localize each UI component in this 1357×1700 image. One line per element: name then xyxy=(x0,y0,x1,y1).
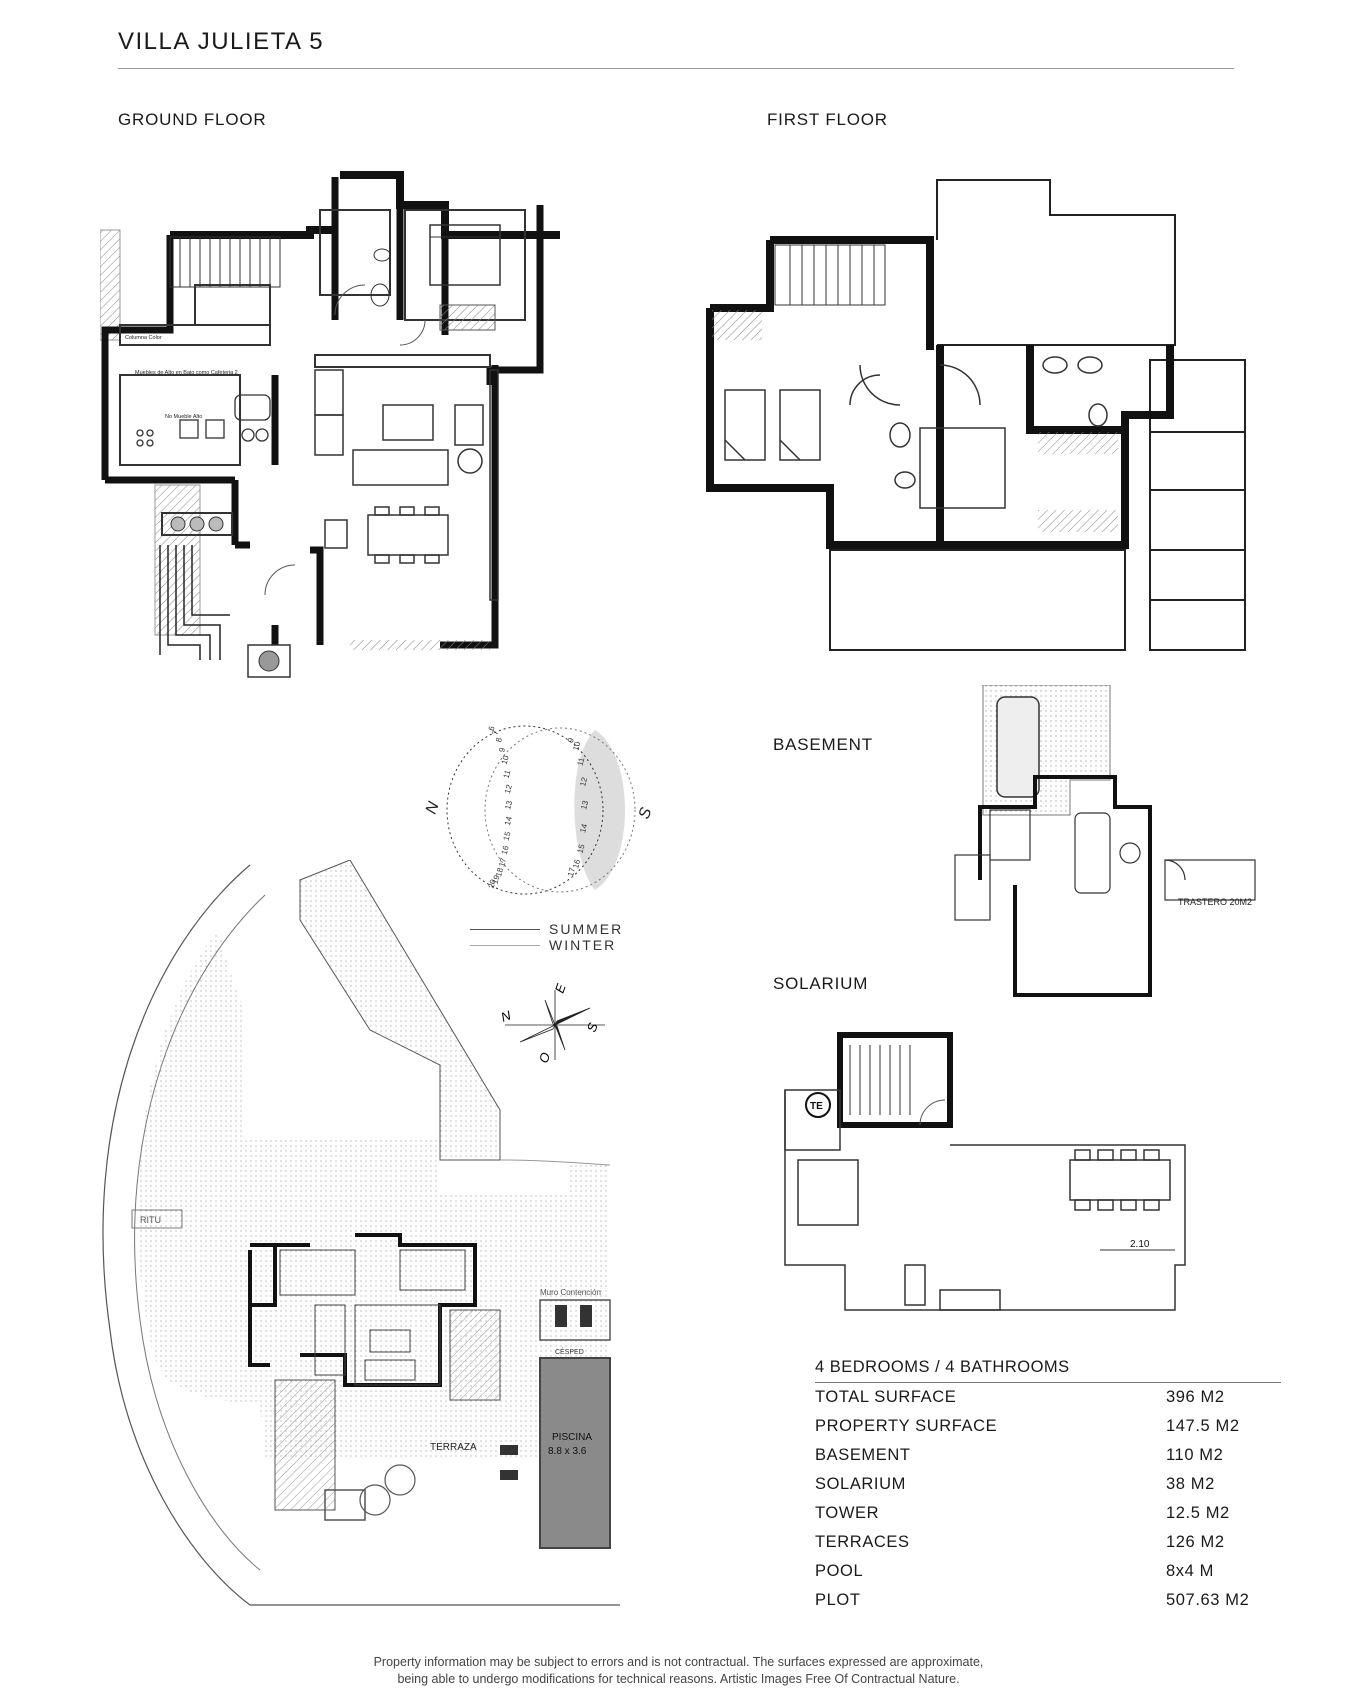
first-floor-label: FIRST FLOOR xyxy=(767,110,888,129)
sun-hour-label: 6 xyxy=(487,725,497,732)
page-title: VILLA JULIETA 5 xyxy=(118,28,325,55)
sun-hour-label: 20 xyxy=(487,878,498,889)
spec-row: POOL 8x4 M xyxy=(815,1562,1255,1584)
sun-hour-label: 14 xyxy=(503,815,514,826)
sun-hour-label: 10 xyxy=(571,740,582,751)
rooms-summary: 4 BEDROOMS / 4 BATHROOMS xyxy=(815,1358,1070,1376)
spec-label: TOWER xyxy=(815,1504,880,1522)
spec-row: TERRACES 126 M2 xyxy=(815,1533,1255,1555)
sun-hour-label: 17 xyxy=(497,856,508,867)
wall-label: Muro Contención xyxy=(540,1288,601,1297)
compass-rose: N E S O xyxy=(499,981,605,1065)
sun-hour-label: 9 xyxy=(497,746,507,753)
sun-hour-label: 7 xyxy=(491,729,501,736)
spec-value: 507.63 M2 xyxy=(1166,1591,1250,1609)
spec-label: PROPERTY SURFACE xyxy=(815,1417,998,1435)
sun-hour-label: 12 xyxy=(503,783,514,794)
compass-o: O xyxy=(536,1050,554,1065)
pool-label: PISCINA xyxy=(552,1432,592,1443)
spec-row: TOWER 12.5 M2 xyxy=(815,1504,1255,1526)
spec-label: PLOT xyxy=(815,1591,861,1609)
sun-hour-label: 13 xyxy=(579,799,590,810)
solarium-plan: TE 2.10 xyxy=(784,1032,1186,1311)
basement-plan: TRASTERO 20M2 xyxy=(954,685,1256,997)
ground-floor-plan: Columna Color Muebles de Alto en Bajo co… xyxy=(100,171,560,678)
sun-hour-label: 9 xyxy=(566,736,576,743)
spec-row: TOTAL SURFACE 396 M2 xyxy=(815,1388,1255,1410)
ground-floor-label: GROUND FLOOR xyxy=(118,110,267,129)
summer-legend-line xyxy=(470,929,540,930)
summer-legend-label: SUMMER xyxy=(549,921,624,937)
spec-value: 8x4 M xyxy=(1166,1562,1214,1580)
te-label: TE xyxy=(810,1101,823,1112)
site-plan: RITU Muro Contención CÉSPED PISCINA 8.8 … xyxy=(102,860,620,1606)
spec-value: 38 M2 xyxy=(1166,1475,1215,1493)
spec-row: PLOT 507.63 M2 xyxy=(815,1591,1255,1613)
sun-hour-label: 17 xyxy=(566,866,577,877)
sun-hour-label: 18 xyxy=(494,866,505,877)
spec-label: TOTAL SURFACE xyxy=(815,1388,957,1406)
specs-divider xyxy=(815,1382,1281,1383)
sun-hour-label: 10 xyxy=(500,754,511,765)
spec-value: 126 M2 xyxy=(1166,1533,1225,1551)
spec-value: 396 M2 xyxy=(1166,1388,1225,1406)
pool-size: 8.8 x 3.6 xyxy=(548,1446,587,1457)
ritu-label: RITU xyxy=(140,1215,161,1225)
sun-hour-label: 12 xyxy=(578,776,589,787)
sun-hour-label: 15 xyxy=(576,843,587,854)
disclaimer-line: being able to undergo modifications for … xyxy=(397,1672,960,1686)
spec-label: SOLARIUM xyxy=(815,1475,906,1493)
cooler-label: Columna Color xyxy=(125,335,162,341)
terrace-label: TERRAZA xyxy=(430,1442,477,1453)
sun-hour-label: 13 xyxy=(503,799,514,810)
sun-hour-label: 11 xyxy=(576,756,587,767)
sun-hour-label: 16 xyxy=(500,844,511,855)
first-floor-plan xyxy=(706,179,1246,651)
storage-label: TRASTERO 20M2 xyxy=(1178,897,1252,907)
title-divider xyxy=(118,68,1234,69)
disclaimer-line: Property information may be subject to e… xyxy=(373,1655,984,1669)
sun-hour-label: 14 xyxy=(578,822,589,833)
furniture-note: Muebles de Alto en Bajo como Cafeteria 2 xyxy=(135,370,238,376)
sun-hour-label: 19 xyxy=(491,874,502,885)
spec-value: 147.5 M2 xyxy=(1166,1417,1240,1435)
dimension-label: 2.10 xyxy=(1130,1239,1150,1250)
no-furniture-note: No Mueble Alto xyxy=(165,414,202,420)
spec-label: TERRACES xyxy=(815,1533,910,1551)
sunpath-south: S xyxy=(636,805,656,821)
solarium-label: SOLARIUM xyxy=(773,974,869,993)
sun-hour-label: 15 xyxy=(502,830,513,841)
basement-label: BASEMENT xyxy=(773,735,873,754)
spec-row: SOLARIUM 38 M2 xyxy=(815,1475,1255,1497)
winter-legend-label: WINTER xyxy=(549,937,617,953)
sun-hour-label: 8 xyxy=(494,736,504,743)
spec-label: POOL xyxy=(815,1562,864,1580)
spec-value: 12.5 M2 xyxy=(1166,1504,1230,1522)
sun-hour-label: 16 xyxy=(571,858,582,869)
spec-value: 110 M2 xyxy=(1166,1446,1224,1464)
spec-row: PROPERTY SURFACE 147.5 M2 xyxy=(815,1417,1255,1439)
spec-label: BASEMENT xyxy=(815,1446,911,1464)
disclaimer: Property information may be subject to e… xyxy=(200,1654,1157,1688)
spec-row: BASEMENT 110 M2 xyxy=(815,1446,1255,1468)
sunpath-north: N xyxy=(423,799,443,816)
winter-legend-line xyxy=(470,945,540,946)
cesped-label: CÉSPED xyxy=(555,1347,584,1356)
sun-hour-label: 11 xyxy=(502,769,513,780)
